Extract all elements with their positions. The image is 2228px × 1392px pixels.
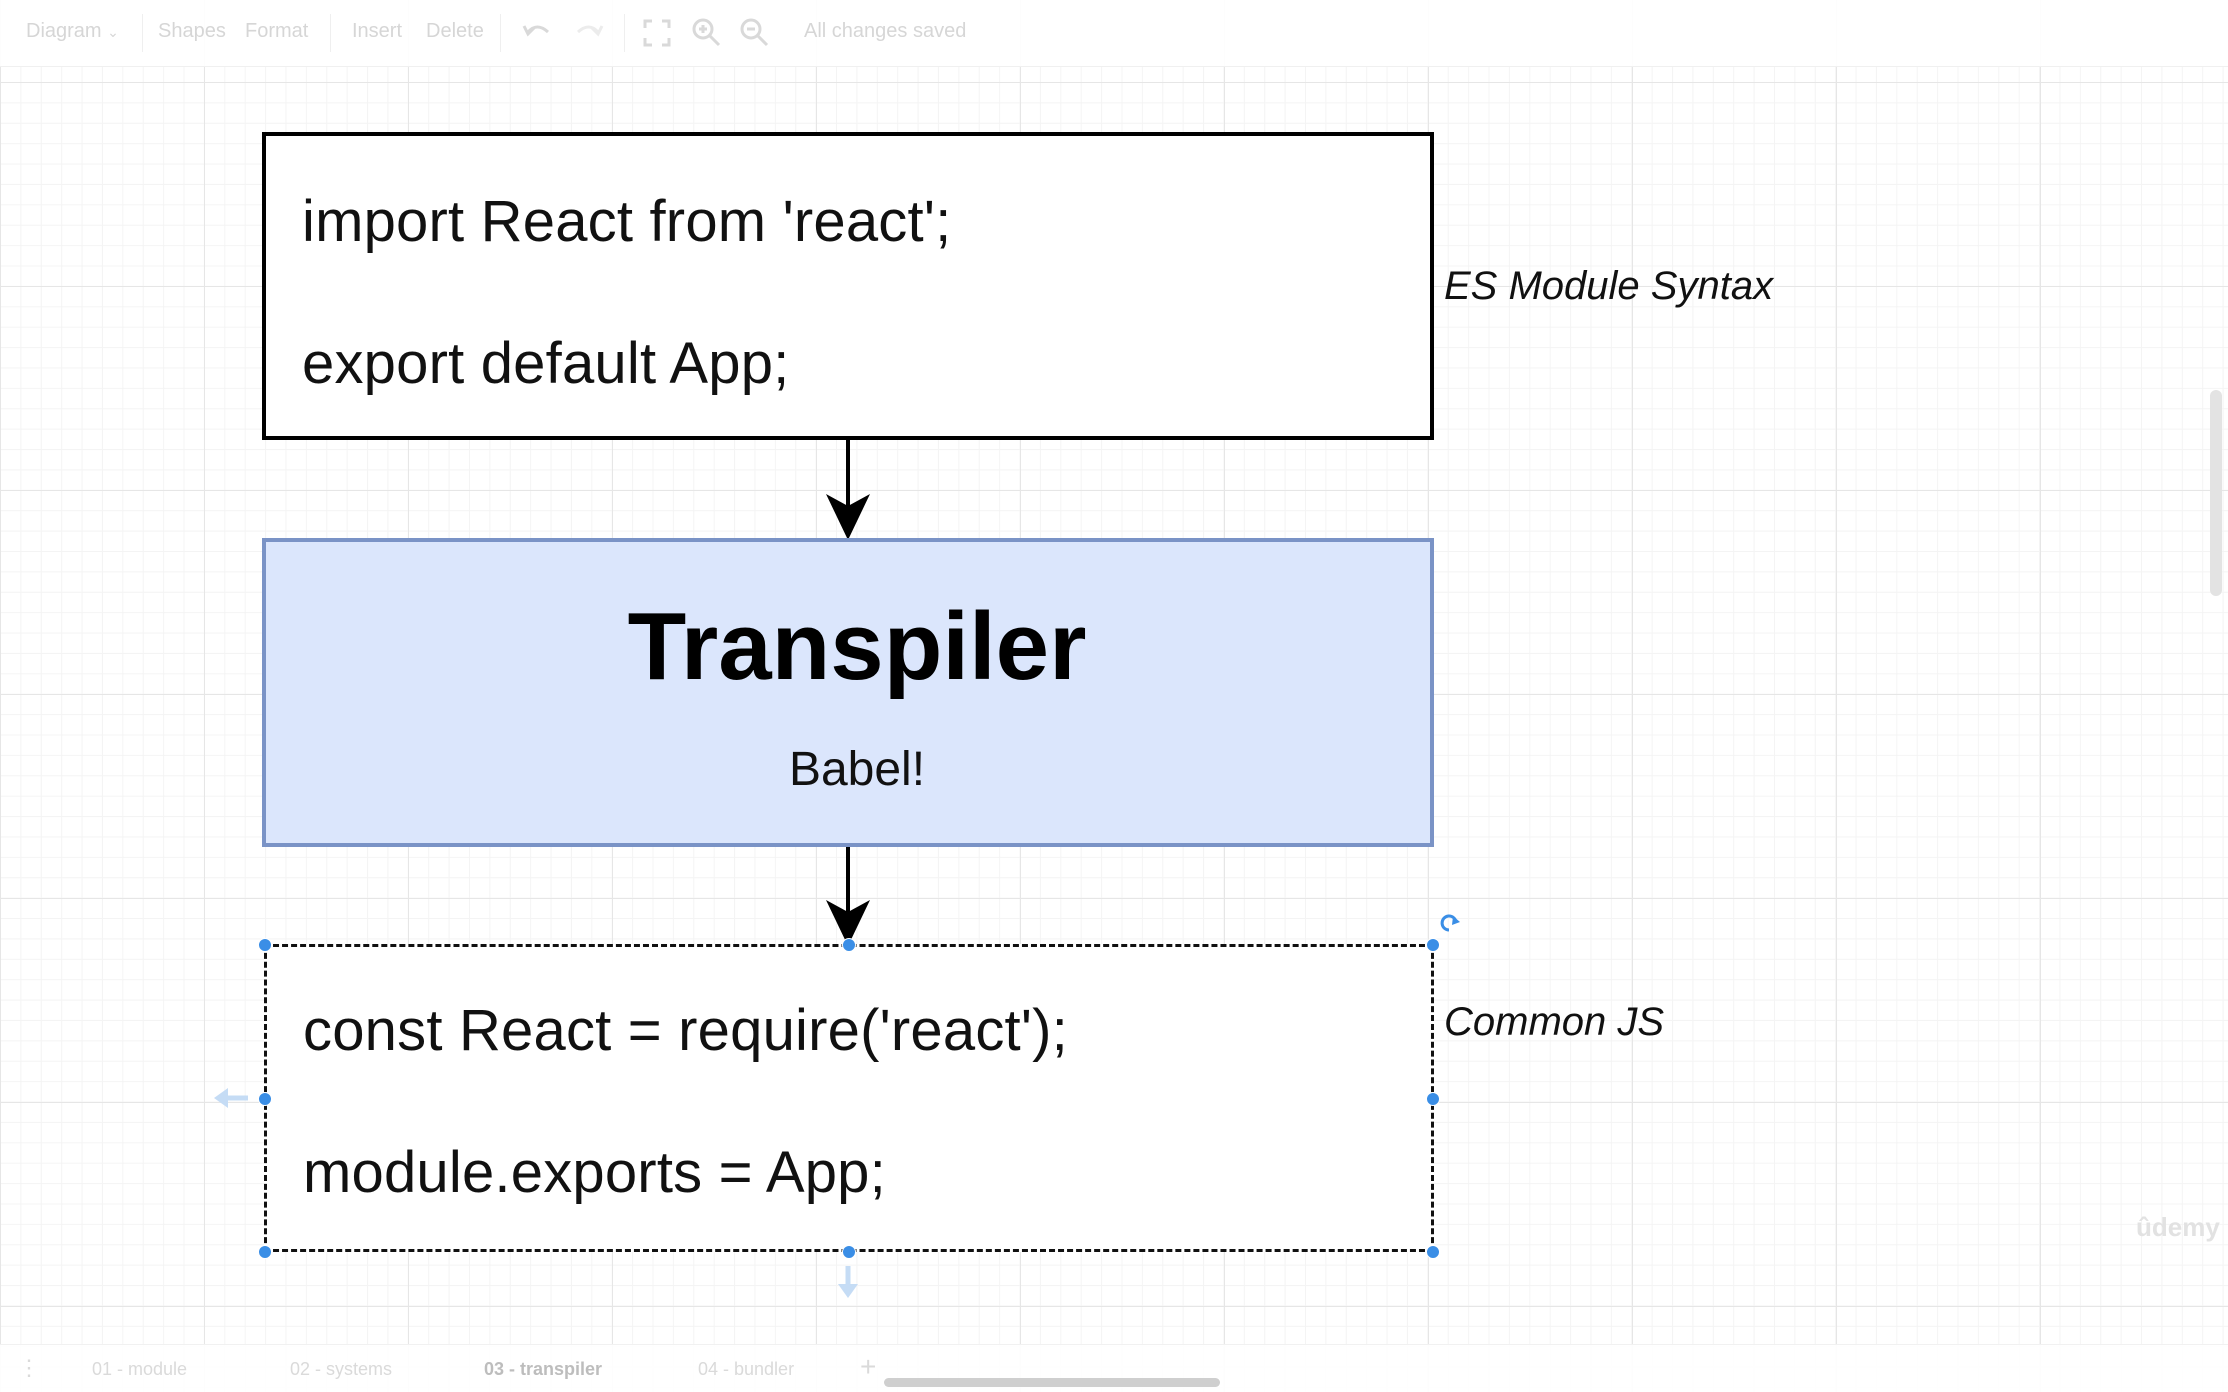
down-arrow-hint-icon[interactable] (838, 1266, 858, 1298)
tab-01-module[interactable]: 01 - module (92, 1359, 188, 1379)
tab-04-bundler[interactable]: 04 - bundler (698, 1359, 795, 1379)
toolbar-divider (500, 14, 501, 52)
toolbar-divider (624, 14, 625, 52)
resize-handle-top[interactable] (842, 938, 856, 952)
commonjs-label[interactable]: Common JS (1444, 1000, 1665, 1044)
insert-button[interactable]: Insert (352, 20, 403, 42)
vertical-scrollbar[interactable] (2210, 390, 2222, 596)
format-button[interactable]: Format (245, 20, 309, 42)
zoom-out-icon[interactable] (738, 16, 770, 48)
pages-menu-icon[interactable]: ⋮ (18, 1355, 40, 1380)
es-module-box[interactable]: import React from 'react'; export defaul… (262, 132, 1434, 440)
fullscreen-icon[interactable] (642, 18, 672, 48)
udemy-watermark: ûdemy (2136, 1212, 2220, 1242)
resize-handle-bottom[interactable] (842, 1245, 856, 1259)
transpiler-title: Transpiler (627, 593, 1087, 700)
resize-handle-top-left[interactable] (258, 938, 272, 952)
transpiler-box[interactable]: Transpiler Babel! (262, 538, 1434, 847)
toolbar-divider (330, 14, 331, 52)
chevron-down-icon: ⌄ (107, 24, 119, 40)
es-module-label[interactable]: ES Module Syntax (1444, 264, 1774, 308)
resize-handle-left[interactable] (258, 1092, 272, 1106)
shapes-button[interactable]: Shapes (158, 20, 226, 42)
resize-handle-top-right[interactable] (1426, 938, 1440, 952)
delete-button[interactable]: Delete (426, 20, 484, 42)
add-page-icon[interactable]: + (860, 1351, 877, 1382)
transpiler-subtitle: Babel! (788, 743, 926, 796)
resize-handle-bottom-left[interactable] (258, 1245, 272, 1259)
redo-icon[interactable] (572, 18, 606, 46)
arrow-es-to-transpiler[interactable] (826, 440, 870, 540)
resize-handle-right[interactable] (1426, 1092, 1440, 1106)
commonjs-box[interactable]: const React = require('react'); module.e… (264, 944, 1434, 1252)
toolbar-divider (142, 14, 143, 52)
resize-handle-bottom-right[interactable] (1426, 1245, 1440, 1259)
cjs-require-line: const React = require('react'); (303, 998, 1068, 1063)
zoom-in-icon[interactable] (690, 16, 722, 48)
diagram-menu[interactable]: Diagram ⌄ (26, 20, 119, 43)
left-arrow-hint-icon[interactable] (214, 1088, 248, 1108)
save-status: All changes saved (804, 20, 967, 42)
tab-02-systems[interactable]: 02 - systems (290, 1359, 393, 1379)
arrow-transpiler-to-cjs[interactable] (826, 847, 870, 946)
toolbar: Diagram ⌄ Shapes Format Insert Delete Al… (0, 0, 2228, 67)
es-import-line: import React from 'react'; (302, 189, 952, 254)
horizontal-scrollbar[interactable] (884, 1378, 1220, 1387)
tab-03-transpiler[interactable]: 03 - transpiler (484, 1359, 603, 1379)
undo-icon[interactable] (520, 18, 554, 46)
es-export-line: export default App; (302, 331, 790, 396)
diagram-menu-label: Diagram (26, 20, 102, 42)
rotate-handle-icon[interactable] (1440, 914, 1460, 932)
cjs-exports-line: module.exports = App; (303, 1140, 886, 1205)
